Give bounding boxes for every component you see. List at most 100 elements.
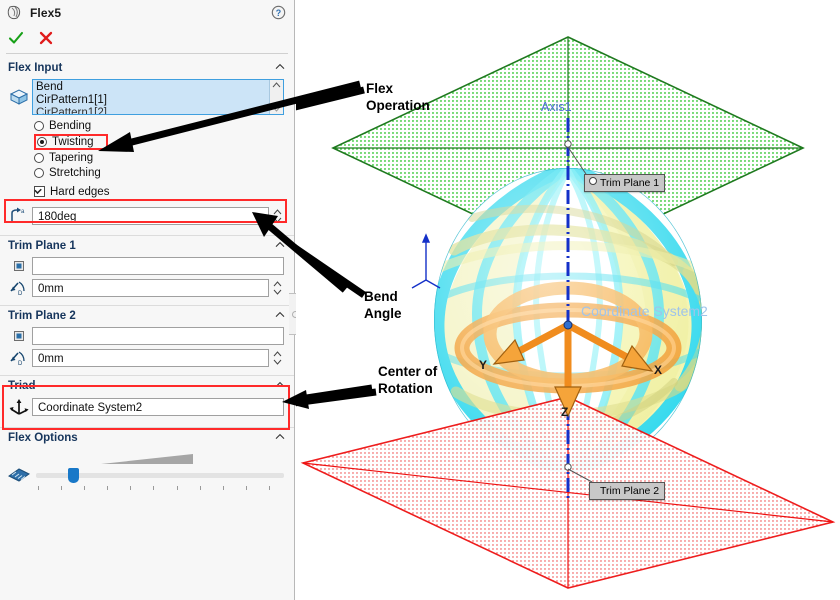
accuracy-slider-row (6, 467, 284, 483)
list-item[interactable]: CirPattern1[2] (36, 107, 107, 115)
trim-plane-2-graphic (300, 396, 836, 589)
stepper-up-icon[interactable] (272, 280, 283, 288)
triad-icon (6, 397, 32, 417)
radio-stretching[interactable]: Stretching (34, 166, 294, 180)
mini-triad-icon (411, 233, 441, 289)
offset-distance-icon: D (6, 349, 32, 367)
check-mark-icon[interactable] (8, 30, 24, 46)
flex-options-slider-area (0, 447, 294, 490)
bend-angle-input[interactable]: 180deg (32, 207, 269, 225)
chevron-up-icon[interactable] (275, 311, 285, 318)
annotation-center-of-rotation: Center of Rotation (378, 364, 438, 396)
trim-plane-2-input[interactable] (32, 327, 284, 345)
tag-label: Trim Plane 2 (600, 485, 660, 497)
trim-plane-2-offset-row: D 0mm (0, 347, 294, 369)
trim-plane-1-offset-stepper[interactable] (270, 279, 284, 297)
help-icon[interactable]: ? (271, 5, 286, 20)
trim-plane-1-offset-row: D 0mm (0, 277, 294, 299)
origin-markers (564, 140, 572, 471)
trim-plane-2-offset-stepper[interactable] (270, 349, 284, 367)
accuracy-slider-thumb[interactable] (68, 467, 80, 483)
triad-axis-y-label: Y (479, 358, 488, 372)
triad-input[interactable]: Coordinate System2 (32, 398, 284, 416)
triad-axis-z-label: Z (561, 405, 569, 419)
trim-plane-2-offset-input[interactable]: 0mm (32, 349, 269, 367)
svg-text:?: ? (276, 8, 281, 18)
graphics-viewport[interactable]: Axis1 Coordinate System2 X Y Z Trim Plan… (296, 0, 840, 600)
radio-dot (34, 121, 44, 131)
section-header-flex-options[interactable]: Flex Options (0, 427, 294, 447)
scroll-up-icon[interactable] (271, 80, 282, 90)
x-mark-icon[interactable] (38, 30, 54, 46)
section-header-flex-input[interactable]: Flex Input (0, 58, 294, 77)
radio-label: Twisting (52, 136, 94, 148)
radio-label: Stretching (49, 167, 101, 179)
stepper-down-icon[interactable] (272, 216, 283, 224)
offset-distance-icon: D (6, 279, 32, 297)
scroll-down-icon[interactable] (271, 104, 282, 114)
radio-label: Tapering (49, 152, 94, 164)
trim-plane-2-selection-row (0, 325, 294, 347)
radio-label: Bending (49, 120, 92, 132)
flex-operation-radio-group: Bending Twisting Tapering Stretching Har… (0, 117, 294, 199)
panel-header: Flex5 ? (0, 0, 294, 26)
checkbox-hard-edges[interactable]: Hard edges (34, 184, 294, 199)
radio-dot (37, 137, 47, 147)
chevron-up-icon[interactable] (275, 241, 285, 248)
radio-twisting[interactable]: Twisting (34, 134, 108, 150)
slider-tick-marks (38, 486, 284, 490)
ok-cancel-bar (0, 26, 294, 50)
tag-label: Trim Plane 1 (600, 177, 660, 189)
checkbox-label: Hard edges (50, 185, 110, 198)
trim-plane-2-tag[interactable]: Trim Plane 2 (589, 482, 666, 500)
panel-title: Flex5 (30, 6, 62, 20)
annotation-bend-angle: Bend Angle (364, 289, 402, 321)
triad-axis-x-label: X (654, 363, 663, 377)
section-header-trim-plane-1[interactable]: Trim Plane 1 (0, 235, 294, 255)
coordinate-system-triad-arrows (492, 320, 654, 418)
stepper-up-icon[interactable] (272, 208, 283, 216)
accuracy-wedge-graphic (101, 454, 193, 464)
accuracy-slider-track[interactable] (36, 467, 284, 483)
tag-handle-icon (589, 177, 597, 185)
chevron-up-icon[interactable] (275, 433, 285, 440)
plane-select-icon (6, 329, 32, 343)
checkbox-box (34, 186, 45, 197)
bend-angle-row: a 180deg (0, 205, 294, 227)
coordinate-system-label: Coordinate System2 (581, 303, 708, 319)
stepper-up-icon[interactable] (272, 350, 283, 358)
plane-select-icon (6, 259, 32, 273)
listbox-scrollbar[interactable] (269, 80, 283, 114)
triad-row: Coordinate System2 (0, 395, 294, 419)
trim-plane-1-input[interactable] (32, 257, 284, 275)
angle-icon: a (6, 207, 32, 225)
svg-text:D: D (18, 291, 23, 297)
bend-angle-stepper[interactable] (270, 207, 284, 225)
radio-tapering[interactable]: Tapering (34, 151, 294, 165)
chevron-up-icon[interactable] (275, 381, 285, 388)
flex-input-selection-listbox[interactable]: Bend CirPattern1[1] CirPattern1[2] (32, 79, 284, 115)
annotation-flex-operation: Flex Operation (366, 81, 430, 113)
radio-dot (34, 153, 44, 163)
radio-dot (34, 168, 44, 178)
svg-text:a: a (21, 209, 25, 215)
list-item[interactable]: CirPattern1[1] (36, 94, 107, 106)
bend-body-icon (6, 87, 32, 107)
trim-plane-1-leader (567, 146, 587, 175)
section-title: Flex Input (8, 61, 63, 74)
trim-plane-1-tag[interactable]: Trim Plane 1 (584, 174, 666, 192)
trim-plane-1-offset-input[interactable]: 0mm (32, 279, 269, 297)
chevron-up-icon[interactable] (275, 63, 285, 70)
radio-bending[interactable]: Bending (34, 119, 294, 133)
property-manager-panel: Flex5 ? Flex Input (0, 0, 295, 600)
section-header-trim-plane-2[interactable]: Trim Plane 2 (0, 305, 294, 325)
trim-plane-2-leader (567, 468, 593, 483)
stepper-down-icon[interactable] (272, 288, 283, 296)
section-title: Triad (8, 379, 36, 392)
section-title: Trim Plane 2 (8, 309, 76, 322)
stepper-down-icon[interactable] (272, 358, 283, 366)
flex-feature-icon (7, 5, 21, 20)
list-item[interactable]: Bend (36, 81, 63, 93)
section-header-triad[interactable]: Triad (0, 375, 294, 395)
flex-input-selection-row: Bend CirPattern1[1] CirPattern1[2] (0, 77, 294, 117)
